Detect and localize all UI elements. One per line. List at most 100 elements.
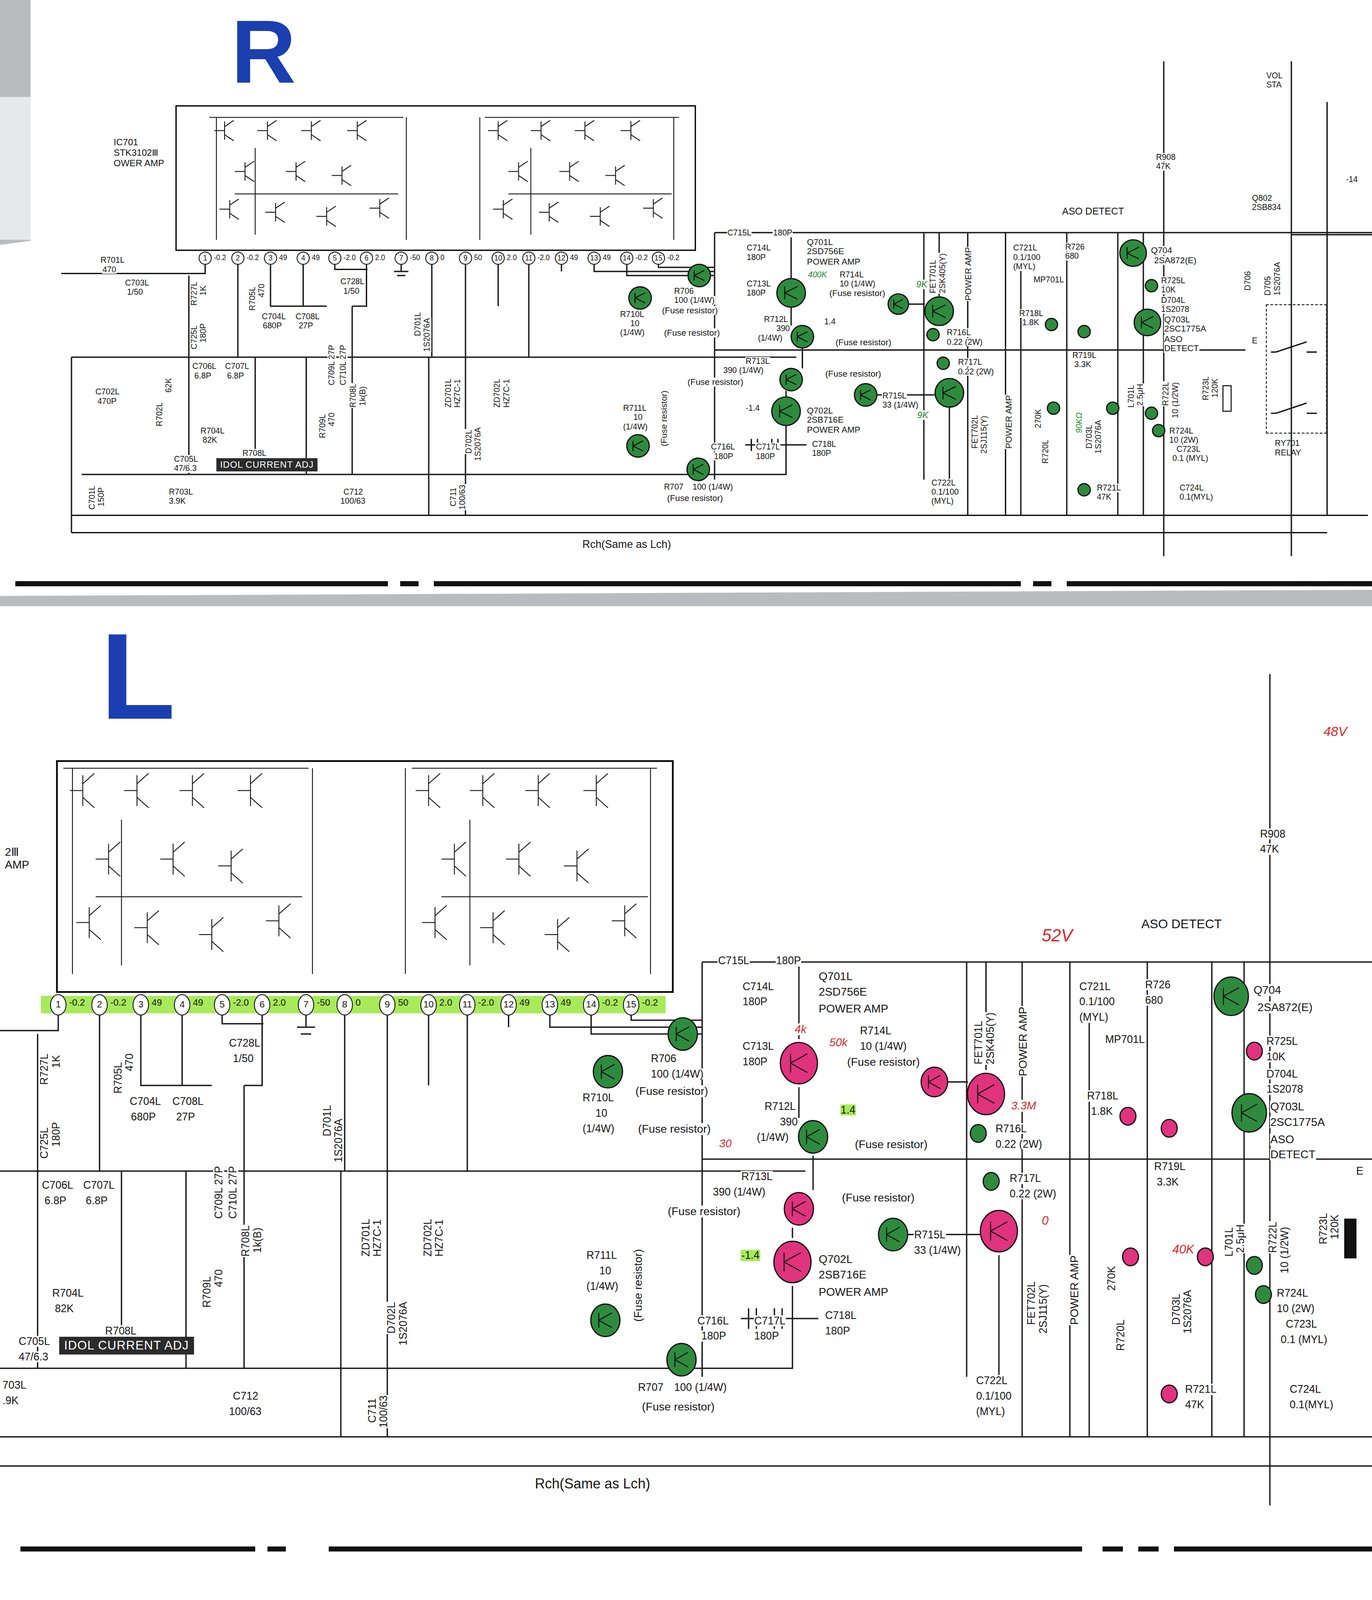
component-label: (Fuse resistor) [661,306,719,316]
component-label: C717L [753,1315,787,1327]
component-label: R712L [763,315,789,324]
wire [1020,267,1022,516]
marked-component [1161,1119,1178,1138]
component-label: R722L [1161,381,1171,407]
component-label: R725L [1160,276,1186,286]
component-label: L701L [1223,1226,1235,1258]
component-label: R705L [112,1061,124,1095]
transistor-symbol [620,120,641,141]
marked-component [1119,240,1147,267]
component-label: 680P [130,1111,157,1123]
component-label: Q701L [806,237,834,247]
transistor-symbol [331,165,352,186]
wire [302,264,304,307]
node-text: RY701 RELAY [1274,438,1308,458]
paper-sheet [0,606,1372,1600]
component-label: D701L [413,312,423,338]
transistor-symbol [487,120,508,141]
component-label: (Fuse resistor) [634,1085,709,1098]
component-label: 470 [327,412,337,427]
component-label: R724L [1168,426,1194,436]
pin-number: 15 [625,1000,637,1010]
component-label: 0.1/100 [1012,253,1041,262]
component-label: 62K [164,377,174,394]
component-label: 82K [202,435,218,445]
component-label: D706 [1243,270,1253,292]
component-label: 180P [50,1121,62,1147]
component-label: C721L [1079,981,1112,993]
component-label: R717L [1009,1172,1042,1184]
component-label: R715L [913,1229,947,1241]
component-label: POWER AMP [818,1003,889,1015]
component-label: Q702L [818,1253,853,1266]
component-label: 1.8K [1021,318,1040,328]
component-label: 10 (1/2W) [1171,381,1180,419]
wire [785,390,787,397]
component-label: 0.22 (2W) [946,337,983,347]
marked-component [854,383,877,406]
component-label: C725L [189,325,199,351]
marked-component [982,1172,999,1191]
component-label: 27P [297,321,314,331]
component-label: R710L [619,310,645,319]
component-label: Rch(Same as Lch) [534,1476,651,1491]
voltage-reading: 49 [192,998,204,1008]
wire [70,357,72,533]
marked-component [878,1218,908,1251]
component-label: R712L [763,1100,797,1112]
pin-circle [328,251,342,265]
marked-component [666,1343,697,1377]
voltage-reading: 2.0 [439,998,453,1008]
component-symbol [1141,316,1154,329]
component-label: Rch(Same as Lch) [581,538,672,551]
component-label: 0.1(MYL) [1289,1399,1334,1411]
component-label: R718L [1086,1090,1120,1102]
schematic-wiring-copy [0,674,1372,1506]
component-label: C704L [129,1095,162,1107]
component-label: C724L [1289,1383,1322,1395]
component-label: 10K [1265,1051,1286,1063]
pin-number: 6 [364,254,369,262]
component-label: R709L [318,414,328,440]
marked-component [780,1042,818,1085]
component-label: 680 [1144,994,1164,1006]
relay-box: RY701 RELAY [1265,304,1327,435]
section-letter: R [230,4,297,99]
voltage-reading: -0.2 [634,254,649,262]
wire [790,232,792,279]
component-label: R702L [155,401,164,427]
component-symbol [942,386,956,400]
wire [790,307,792,326]
component-label: R713L [740,1171,774,1183]
component-label: C706L [41,1179,74,1191]
component-label: C721L [1012,243,1038,253]
component-label: -1.4 [740,1249,760,1261]
adjust-label: IDOL CURRENT ADJ [216,458,318,472]
component-label: 2SJ115(Y) [979,415,989,455]
pin-number: 8 [430,254,435,262]
component-label: (Fuse resistor) [667,1205,742,1218]
component-label: 1S2076A [397,1301,409,1347]
handwritten-note: 40K [1172,1243,1195,1256]
voltage-reading: 49 [602,254,611,262]
component-label: 1.4 [824,317,837,327]
component-label: C704L [261,312,287,322]
component-label: R719L [1153,1161,1187,1173]
pin-circle [459,251,472,265]
component-label: 180P [755,452,776,461]
wire [527,264,530,358]
component-label: 100 (1/4W) [673,1382,727,1393]
wire [560,264,563,272]
component-label: R706 [650,1053,677,1065]
component-label: (MYL) [1012,262,1036,272]
pin-number: 12 [557,254,566,262]
component-label: 180P [753,1330,780,1342]
component-label: C716L [710,442,736,452]
wire [497,264,499,307]
component-label: C722L [975,1375,1009,1387]
transistor-symbol [589,206,610,227]
wire [81,473,715,476]
component-label: D705 [1263,275,1273,297]
pin-number: 3 [138,1000,144,1010]
transistor-symbol [538,202,559,223]
